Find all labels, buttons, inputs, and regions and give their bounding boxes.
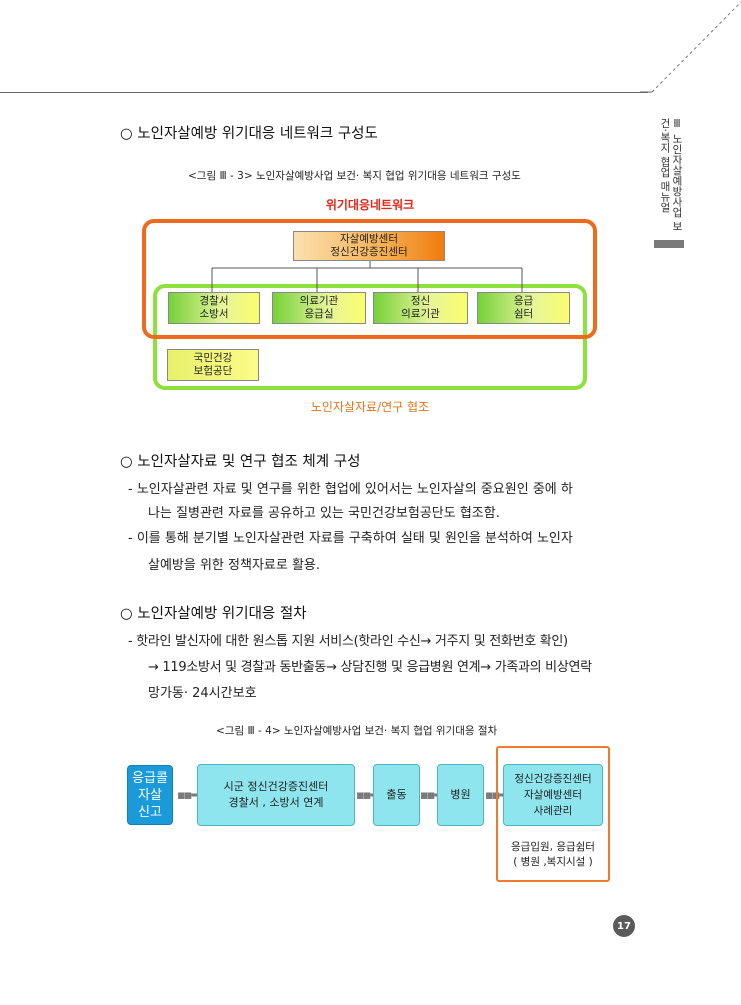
paragraph-line: - 노인자살관련 자료 및 연구를 위한 협업에 있어서는 노인자살의 중요원인…: [128, 482, 573, 497]
health-insurance-box: 국민건강 보험공단: [167, 349, 259, 381]
box-line: 사례관리: [533, 805, 573, 817]
box-line: 정신: [410, 295, 431, 307]
box-line: 자살: [138, 787, 162, 803]
chapter-side-bar: [654, 240, 684, 248]
suicide-prevention-center-box: 자살예방센터 정신건강증진센터: [293, 231, 445, 261]
emergency-shelter-box: 응급 쉼터: [477, 292, 570, 324]
flow-arrow-icon: ▪▪➡: [177, 788, 201, 803]
police-fire-box: 경찰서 소방서: [168, 292, 260, 324]
network-connectors: [211, 259, 523, 293]
crisis-network-frame: [142, 219, 597, 339]
figure-caption-4: <그림 Ⅲ - 4> 노인자살예방사업 보건· 복지 협업 위기대응 절차: [216, 725, 498, 737]
box-line: 소방서: [199, 308, 229, 320]
box-line: 자살예방센터: [524, 789, 582, 801]
box-line: 경찰서 , 소방서 연계: [228, 796, 324, 809]
box-line: 신고: [138, 804, 162, 820]
section-heading-network: ○ 노인자살예방 위기대응 네트워크 구성도: [120, 126, 378, 142]
box-line: 국민건강: [193, 352, 233, 364]
box-line: 응급실: [304, 308, 334, 320]
header-rule: [0, 92, 648, 93]
case-management-frame: [496, 746, 610, 882]
box-line: 의료기관: [299, 295, 339, 307]
county-mental-health-center-box: 시군 정신건강증진센터 경찰서 , 소방서 연계: [197, 764, 355, 826]
box-line: 응급: [513, 295, 534, 307]
page-number: 17: [613, 915, 635, 937]
section-heading-procedure: ○ 노인자살예방 위기대응 절차: [120, 606, 307, 622]
cooperation-label: 노인자살자료/연구 협조: [310, 400, 430, 414]
dispatch-box: 출동: [373, 764, 420, 826]
box-line: 경찰서: [199, 295, 229, 307]
figure-caption-3: <그림 Ⅲ - 3> 노인자살예방사업 보건· 복지 협업 위기대응 네트워크 …: [188, 170, 521, 182]
paragraph-line: → 119소방서 및 경찰과 동반출동→ 상담진행 및 응급병원 연계→ 가족과…: [148, 660, 592, 675]
box-line: 출동: [386, 788, 407, 801]
psychiatric-hospital-box: 정신 의료기관: [373, 292, 468, 324]
header-diagonal-decoration: [640, 1, 741, 93]
paragraph-line: 살예방을 위한 정책자료로 활용.: [148, 558, 321, 573]
box-line: 병원: [450, 788, 471, 801]
paragraph-line: - 핫라인 발신자에 대한 원스톱 지원 서비스(핫라인 수신→ 거주지 및 전…: [128, 634, 568, 649]
box-line: 정신건강증진센터: [514, 773, 592, 785]
box-line: 정신건강증진센터: [330, 246, 408, 258]
box-line: 쉼터: [513, 308, 534, 320]
box-line: 응급콜: [132, 770, 168, 786]
note-line: ( 병원 ,복지시설 ): [513, 856, 593, 868]
paragraph-line: - 이를 통해 분기별 노인자살관련 자료를 구축하여 실태 및 원인을 분석하…: [128, 531, 573, 546]
box-line: 의료기관: [401, 308, 440, 320]
emergency-admission-note: 응급입원, 응급쉼터 ( 병원 ,복지시설 ): [500, 840, 606, 870]
chapter-side-tab: Ⅲ 노인자살예방사업 보건·복지 협업 매뉴얼: [659, 118, 683, 232]
box-line: 시군 정신건강증진센터: [223, 780, 329, 793]
case-management-box: 정신건강증진센터 자살예방센터 사례관리: [503, 764, 603, 826]
medical-er-box: 의료기관 응급실: [272, 292, 366, 324]
paragraph-line: 나는 질병관련 자료를 공유하고 있는 국민건강보험공단도 협조함.: [148, 506, 500, 521]
emergency-call-box: 응급콜 자살 신고: [127, 765, 173, 825]
box-line: 자살예방센터: [340, 233, 398, 245]
box-line: 보험공단: [193, 365, 233, 377]
section-heading-research: ○ 노인자살자료 및 연구 협조 체계 구성: [120, 454, 361, 470]
paragraph-line: 망가동· 24시간보호: [148, 686, 257, 701]
note-line: 응급입원, 응급쉼터: [511, 841, 595, 853]
hospital-box: 병원: [437, 764, 484, 826]
network-title: 위기대응네트워크: [325, 198, 415, 212]
